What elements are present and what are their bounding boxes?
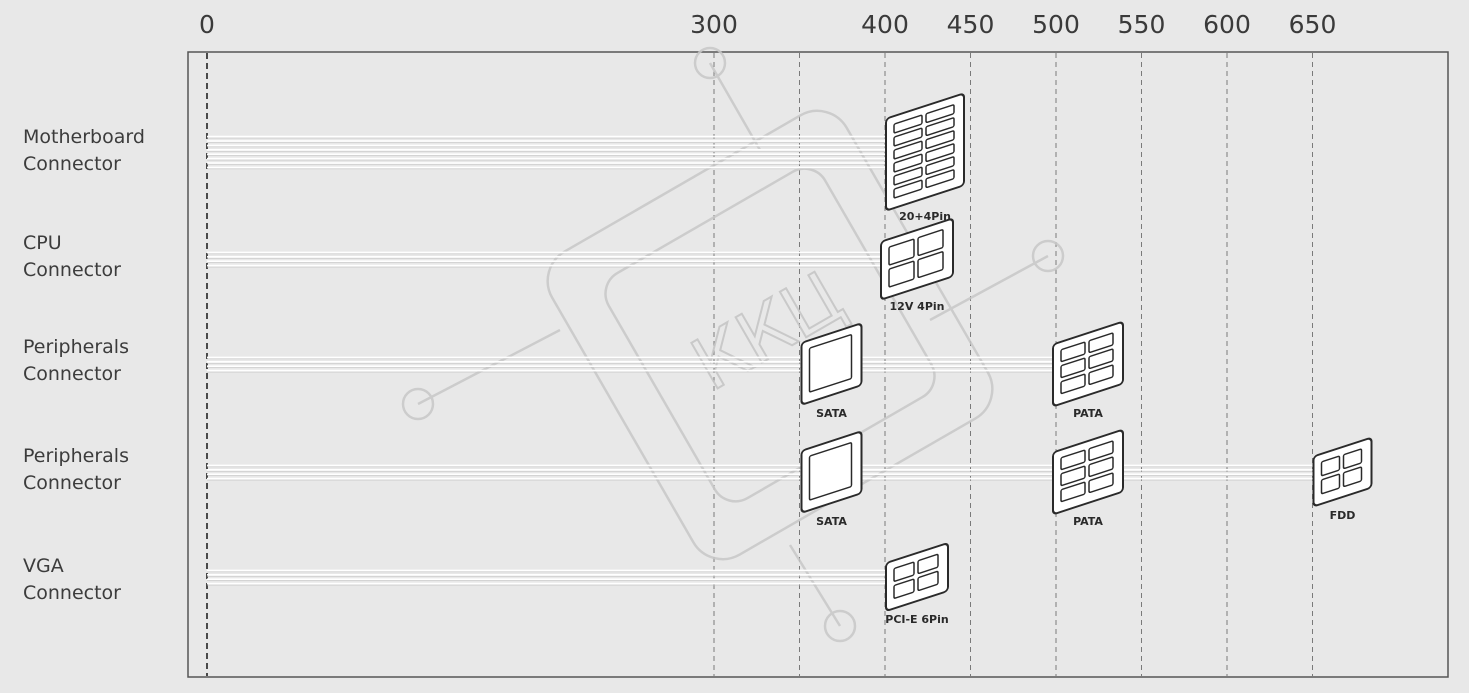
connector-label: SATA [816,515,847,528]
tick-label: 300 [690,10,738,39]
connector-label: PATA [1073,515,1103,528]
watermark-node [1031,239,1065,273]
watermark-node [401,387,435,421]
watermark-node [823,609,857,643]
diagram-frame [187,51,1449,678]
cable-bundle [207,251,890,268]
connector-label: SATA [816,407,847,420]
fdd-connector-icon: FDD [1312,437,1373,522]
tick-label: 500 [1032,10,1080,39]
cable-bundle [207,464,1318,481]
connector-label: 20+4Pin [899,210,951,223]
tick-label: 450 [947,10,995,39]
tick-label: 600 [1203,10,1251,39]
row-label-line2: Connector [23,472,121,494]
row-label-line2: Connector [23,363,121,385]
row-label-line2: Connector [23,259,121,281]
tick-label: 650 [1289,10,1337,39]
row-label-line1: CPU [23,232,62,254]
connector-label: PATA [1073,407,1103,420]
row-label-line1: Peripherals [23,445,129,467]
connector-label: 12V 4Pin [890,300,945,313]
row-label-line2: Connector [23,153,121,175]
cable-bundle [207,135,890,170]
tick-label: 550 [1118,10,1166,39]
row-label-cpu: CPU Connector [23,230,121,284]
row-label-line1: Motherboard [23,126,145,148]
row-label-peripherals-1: Peripherals Connector [23,334,129,388]
row-label-vga: VGA Connector [23,553,121,607]
sata-connector-icon: SATA [800,323,863,420]
tick-label: 400 [861,10,909,39]
connector-label: PCI-E 6Pin [885,613,948,626]
connector-label: FDD [1330,509,1356,522]
watermark-node [693,46,727,80]
sata-connector-icon: SATA [800,431,863,528]
cable-bundle [207,356,1061,373]
atx-connector-icon: 20+4Pin [885,93,965,223]
row-label-line1: VGA [23,555,64,577]
cable-bundle [207,569,890,586]
row-label-line2: Connector [23,582,121,604]
pata-connector-icon: PATA [1052,429,1124,528]
tick-label: 0 [199,10,215,39]
pata-connector-icon: PATA [1052,321,1124,420]
row-label-motherboard: Motherboard Connector [23,124,145,178]
row-label-line1: Peripherals [23,336,129,358]
row-label-peripherals-2: Peripherals Connector [23,443,129,497]
pcie-connector-icon: PCI-E 6Pin [885,542,949,626]
cpu-connector-icon: 12V 4Pin [880,218,954,313]
